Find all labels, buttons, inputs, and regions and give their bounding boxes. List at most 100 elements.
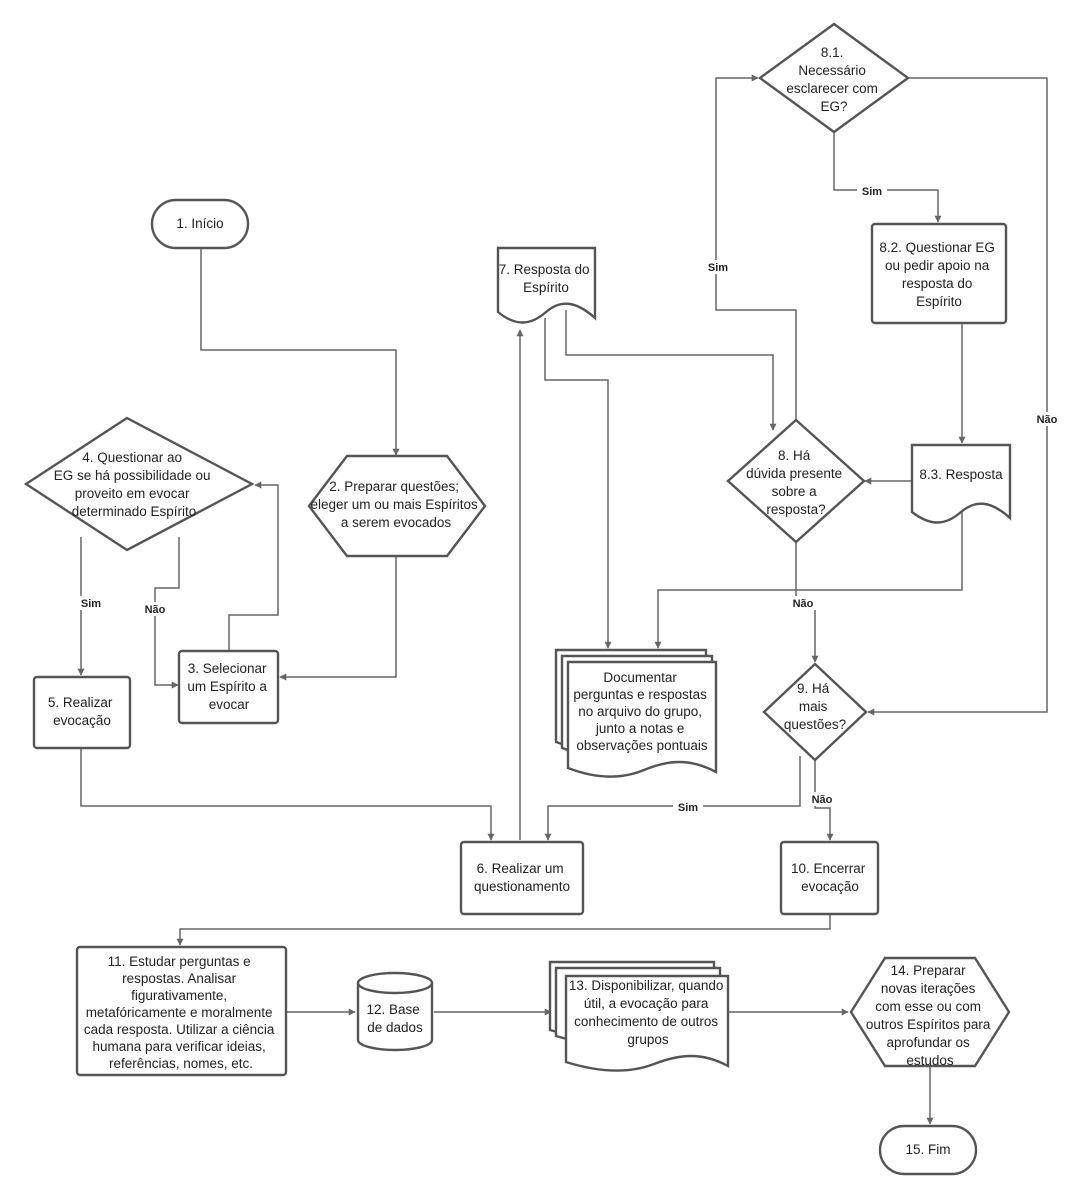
node-1-start: 1. Início (150, 198, 250, 250)
edge-2-to-3 (279, 555, 397, 681)
edge-label-4-nao: Não (145, 604, 166, 616)
node-8-1-line-3: esclarecer com (786, 81, 878, 96)
edge-10-to-11 (176, 915, 831, 946)
node-8-3-answer: 8.3. Resposta (910, 443, 1012, 524)
node-8-3-line-1: 8.3. Resposta (919, 467, 1003, 482)
nodes: 1. Início 2. Preparar questões; eleger u… (23, 22, 1012, 1176)
node-2-line-1: 2. Preparar questões; (329, 479, 459, 494)
node-15-line-1: 15. Fim (905, 1142, 950, 1157)
svg-text:15. Fim: 15. Fim (905, 1142, 950, 1157)
node-11-line-3: figurativamente, (131, 988, 227, 1003)
node-11-study-answers: 11. Estudar perguntas e respostas. Anali… (75, 945, 288, 1077)
node-3-select-spirit: 3. Selecionar um Espírito a evocar (177, 649, 280, 725)
node-9-line-2: mais (799, 699, 828, 714)
svg-text:8. Há dúvida presente: 8. Há dúvida presente sobre a resposta? (746, 448, 846, 517)
node-7-line-1: 7. Resposta do (499, 262, 590, 277)
svg-text:9. Há mais que: 9. Há mais questões? (784, 681, 846, 732)
edge-4-nao-to-3 (154, 537, 180, 689)
node-11-line-2: respostas. Analisar (122, 971, 237, 986)
edge-label-9-sim: Sim (678, 802, 698, 814)
node-doc-line-5: observações pontuais (576, 738, 708, 753)
node-13-line-3: conhecimento de outros (574, 1014, 718, 1029)
node-doc-line-4: junto a notas e (595, 721, 685, 736)
node-8-2-line-2: ou pedir apoio na (885, 258, 990, 273)
node-doc-line-1: Documentar (603, 670, 677, 685)
node-11-line-5: cada resposta. Utilizar a ciência (84, 1022, 275, 1037)
svg-text:Documentar perguntas e: Documentar perguntas e respostas no arqu… (573, 670, 710, 753)
node-13-line-4: grupos (627, 1032, 669, 1047)
node-12-line-1: 12. Base (366, 1002, 419, 1017)
node-4-line-1: 4. Questionar ao (82, 450, 182, 465)
svg-text:1. Início: 1. Início (176, 216, 223, 231)
node-2-line-2: eleger um ou mais Espíritos (310, 497, 478, 512)
node-8-1-line-2: Necessário (798, 63, 866, 78)
svg-text:8.1. Necessário: 8.1. Necessário esclarecer com EG? (786, 45, 881, 114)
node-4-ask-eg-decision: 4. Questionar ao EG se há possibilidade … (23, 416, 255, 552)
edge-label-8-sim: Sim (708, 262, 728, 274)
node-7-spirit-answer: 7. Resposta do Espírito (496, 246, 597, 324)
svg-text:7. Resposta do Espírit: 7. Resposta do Espírito (499, 262, 594, 295)
node-14-prepare-iterations: 14. Preparar novas iterações com esse ou… (849, 956, 1011, 1068)
svg-text:10. Encerrar evocação: 10. Encerrar evocação (791, 861, 869, 894)
node-12-database: 12. Base de dados (356, 971, 434, 1052)
node-10-line-2: evocação (801, 879, 859, 894)
node-9-line-3: questões? (784, 717, 846, 732)
node-14-line-1: 14. Preparar (891, 963, 967, 978)
node-1-line-1: 1. Início (176, 216, 223, 231)
node-11-line-6: humana para verificar ideias, (92, 1039, 265, 1054)
node-8-line-3: sobre a (772, 484, 818, 499)
node-5-line-2: evocação (53, 713, 111, 728)
node-3-line-2: um Espírito a (187, 679, 267, 694)
node-4-line-2: EG se há possibilidade ou (54, 468, 211, 483)
edge-83-to-doc (654, 512, 963, 649)
edge-1-to-2 (200, 248, 400, 456)
node-5-perform-evocation: 5. Realizar evocação (32, 675, 132, 750)
node-11-line-1: 11. Estudar perguntas e (108, 954, 251, 969)
node-6-line-2: questionamento (474, 879, 570, 894)
node-12-line-2: de dados (367, 1020, 423, 1035)
edge-81-sim-to-82 (833, 133, 942, 223)
node-14-line-2: novas iterações (881, 981, 976, 996)
node-14-line-3: com esse ou com (875, 999, 981, 1014)
node-6-line-1: 6. Realizar um (477, 861, 564, 876)
edge-label-81-nao: Não (1037, 414, 1058, 426)
node-9-more-questions-decision: 9. Há mais questões? (762, 662, 868, 762)
node-2-line-3: a serem evocados (341, 515, 452, 530)
node-10-line-1: 10. Encerrar (791, 861, 866, 876)
node-11-line-4: metafóricamente e moralmente (86, 1005, 273, 1020)
svg-text:5. Realizar evocação: 5. Realizar evocação (48, 695, 116, 728)
edge-label-9-nao: Não (812, 794, 833, 806)
svg-text:14. Preparar novas ite: 14. Preparar novas iterações com esse ou… (866, 963, 994, 1068)
edge-81-nao-to-9 (867, 77, 1048, 716)
node-3-line-3: evocar (209, 697, 250, 712)
node-5-line-1: 5. Realizar (48, 695, 113, 710)
svg-text:12. Base de dados: 12. Base de dados (366, 1002, 423, 1035)
node-14-line-6: estudos (906, 1053, 954, 1068)
svg-text:8.2. Questionar EG ou: 8.2. Questionar EG ou pedir apoio na res… (879, 240, 998, 309)
node-8-1-clarify-decision: 8.1. Necessário esclarecer com EG? (757, 22, 911, 134)
node-14-line-4: outros Espíritos para (866, 1017, 991, 1032)
svg-text:4. Questionar ao EG se: 4. Questionar ao EG se há possibilidade … (54, 450, 215, 519)
node-14-line-5: aprofundar os (886, 1035, 970, 1050)
svg-text:2. Preparar questões;: 2. Preparar questões; eleger um ou mais … (310, 479, 481, 530)
edge-8-sim-to-81 (715, 74, 797, 420)
node-4-line-3: proveito em evocar (75, 486, 190, 501)
node-8-line-1: 8. Há (778, 448, 811, 463)
node-doc-line-2: perguntas e respostas (573, 687, 707, 702)
node-8-2-line-4: Espírito (916, 294, 962, 309)
svg-text:8.3. Resposta: 8.3. Resposta (919, 467, 1003, 482)
edge-label-8-nao: Não (793, 598, 814, 610)
edge-label-81-sim: Sim (862, 186, 882, 198)
node-8-doubt-decision: 8. Há dúvida presente sobre a resposta? (726, 418, 866, 544)
node-9-line-1: 9. Há (797, 681, 830, 696)
svg-text:3. Selecionar um Espír: 3. Selecionar um Espírito a evocar (187, 661, 270, 712)
edge-3-to-4 (228, 481, 279, 650)
edge-5-to-6 (80, 748, 495, 841)
node-3-line-1: 3. Selecionar (188, 661, 267, 676)
svg-text:13. Disponibilizar, quando: 13. Disponibilizar, quando útil, a evoca… (569, 978, 727, 1047)
edge-labels: Sim Não Sim Não Sim Não Sim Não (76, 184, 1062, 814)
node-2-prepare-questions: 2. Preparar questões; eleger um ou mais … (307, 454, 487, 558)
node-8-line-2: dúvida presente (746, 466, 842, 481)
node-11-line-7: referências, nomes, etc. (109, 1056, 253, 1071)
